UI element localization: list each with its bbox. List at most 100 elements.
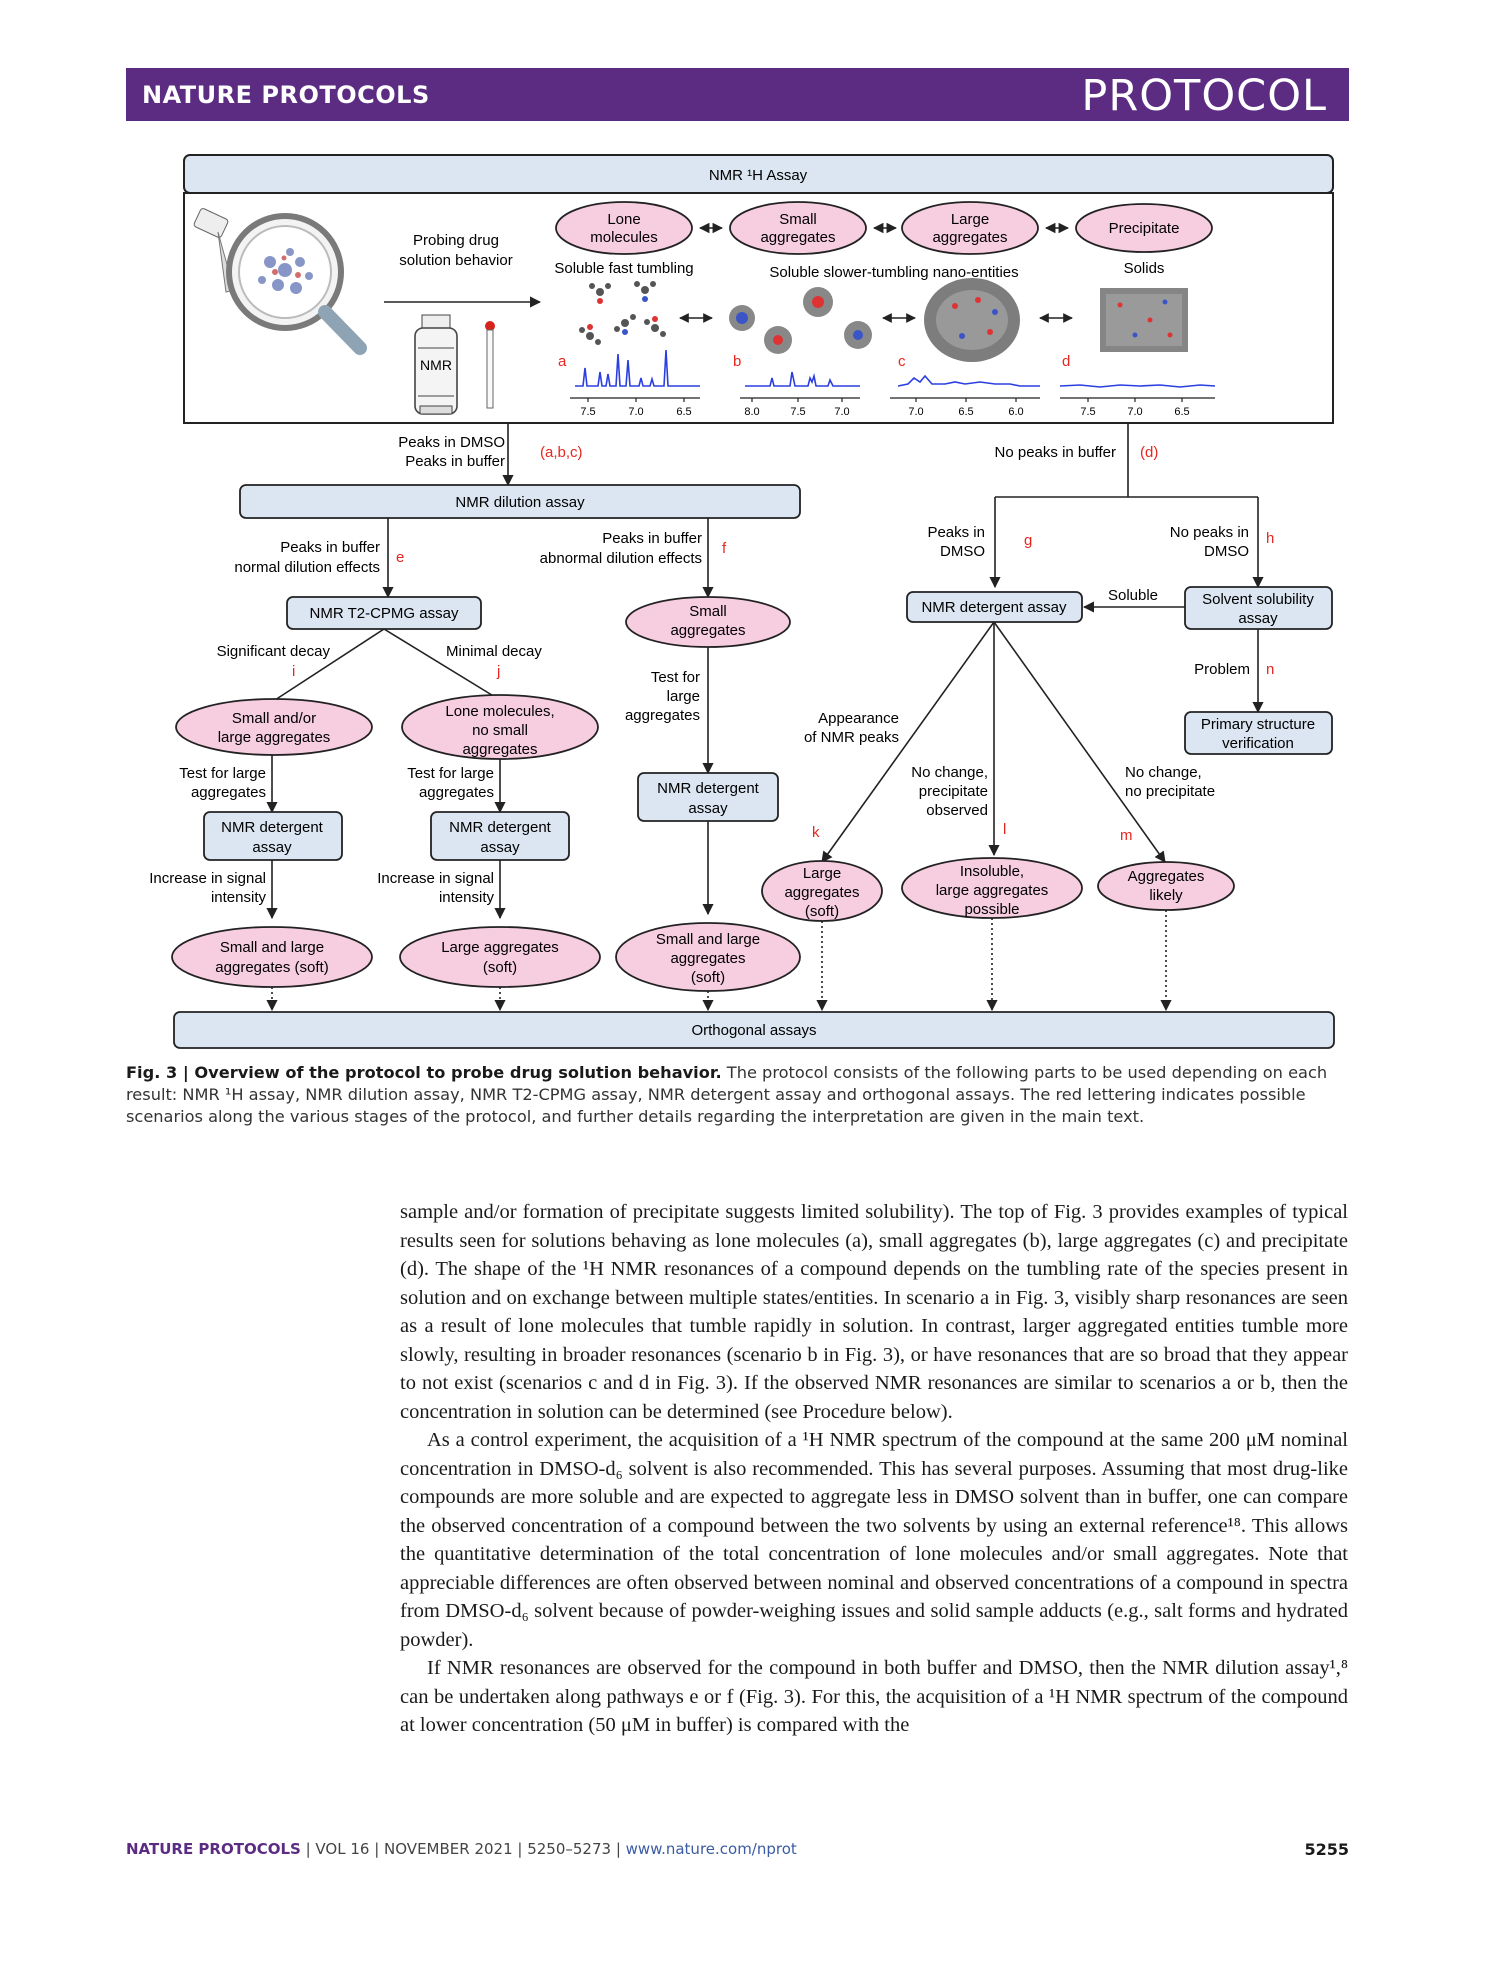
footer-meta: | VOL 16 | NOVEMBER 2021 | 5250–5273 |	[300, 1840, 626, 1858]
no-change-noprecip-2: no precipitate	[1125, 783, 1215, 800]
peaks-dmso-label: Peaks in DMSO	[398, 434, 505, 451]
caption-label: Fig. 3 | Overview of the protocol to pro…	[126, 1063, 722, 1082]
large-aggregates-label-2: aggregates	[932, 229, 1007, 246]
small-or-large-aggregates-oval	[175, 698, 373, 756]
peaks-in-dmso-1: Peaks in	[927, 524, 985, 541]
figure-caption: Fig. 3 | Overview of the protocol to pro…	[126, 1062, 1351, 1128]
detergent-right-1: NMR detergent	[657, 780, 760, 797]
nmr-1h-assay-panel	[183, 192, 1334, 424]
detergent-left-1: NMR detergent	[221, 819, 324, 836]
spectrum-b	[745, 371, 860, 387]
small-aggregates-result-1: Small	[689, 603, 727, 620]
small-large-soft-2: aggregates (soft)	[215, 959, 328, 976]
tick-a-2: 7.0	[628, 406, 643, 418]
small-aggregates-label-2: aggregates	[760, 229, 835, 246]
footer-url-link[interactable]: www.nature.com/nprot	[625, 1840, 797, 1858]
scenario-f-label: f	[722, 540, 727, 557]
probing-text-1: Probing drug	[413, 232, 499, 249]
large-aggregates-illustration	[924, 278, 1020, 362]
scenario-m-label: m	[1120, 827, 1133, 844]
no-peaks-in-dmso-2: DMSO	[1204, 543, 1249, 560]
detergent-right-2: assay	[688, 800, 728, 817]
sala-3: (soft)	[691, 969, 725, 986]
detergent-assay-label-top: NMR detergent assay	[921, 599, 1067, 616]
large-aggregates-oval	[901, 201, 1039, 255]
body-paragraph-3: If NMR resonances are observed for the c…	[400, 1657, 1348, 1736]
test-large-agg-left-2: aggregates	[191, 784, 266, 801]
large-agg-soft-3: (soft)	[805, 903, 839, 920]
body-text: sample and/or formation of precipitate s…	[400, 1198, 1348, 1740]
insoluble-1: Insoluble,	[960, 863, 1024, 880]
solvent-solubility-2: assay	[1238, 610, 1278, 627]
footer-journal: NATURE PROTOCOLS	[126, 1840, 301, 1858]
lone-no-small-3: aggregates	[462, 741, 537, 758]
nmr-magnet-label: NMR	[420, 357, 452, 373]
small-large-soft-1: Small and large	[220, 939, 324, 956]
flow-arrow	[821, 621, 995, 863]
large-aggregates-soft-final-oval	[399, 926, 601, 988]
article-type: PROTOCOL	[1081, 71, 1327, 121]
no-change-precip-1: No change,	[911, 764, 988, 781]
primary-structure-box	[1184, 711, 1333, 755]
increase-signal-left-2: intensity	[211, 889, 267, 906]
minimal-decay-label: Minimal decay	[446, 643, 542, 660]
test-for-large-3: aggregates	[625, 707, 700, 724]
no-change-noprecip-1: No change,	[1125, 764, 1202, 781]
test-large-agg-left-1: Test for large	[179, 765, 266, 782]
peaks-buffer-label: Peaks in buffer	[405, 453, 505, 470]
nmr-tube-icon	[485, 321, 495, 409]
normal-dilution-2: normal dilution effects	[234, 559, 380, 576]
scenario-c-label: c	[898, 353, 906, 370]
primary-structure-2: verification	[1222, 735, 1294, 752]
scenario-b-label: b	[733, 353, 741, 370]
aggregates-likely-2: likely	[1149, 887, 1183, 904]
scenario-a-label: a	[558, 353, 567, 370]
t2-cpmg-assay-label: NMR T2-CPMG assay	[310, 605, 459, 622]
dilution-assay-label: NMR dilution assay	[455, 494, 585, 511]
small-aggregates-label-1: Small	[779, 211, 817, 228]
orthogonal-assays-label: Orthogonal assays	[691, 1022, 816, 1039]
no-peaks-in-dmso-1: No peaks in	[1170, 524, 1249, 541]
tick-d-2: 7.0	[1127, 406, 1142, 418]
appearance-peaks-2: of NMR peaks	[804, 729, 899, 746]
detergent-mid-1: NMR detergent	[449, 819, 552, 836]
insoluble-2: large aggregates	[936, 882, 1049, 899]
slow-tumbling-label: Soluble slower-tumbling nano-entities	[769, 264, 1018, 281]
scenario-h-label: h	[1266, 530, 1274, 547]
test-for-large-1: Test for	[651, 669, 700, 686]
small-aggregates-illustration	[729, 287, 872, 354]
scenario-l-label: l	[1003, 821, 1006, 838]
small-aggregates-result-2: aggregates	[670, 622, 745, 639]
solvent-solubility-1: Solvent solubility	[1202, 591, 1314, 608]
detergent-mid-2: assay	[480, 839, 520, 856]
sala-1: Small and large	[656, 931, 760, 948]
abnormal-dilution-1: Peaks in buffer	[602, 530, 702, 547]
detergent-assay-box-left	[203, 811, 343, 861]
figure-3-flowchart: NMR ¹H Assay Probing drug solution behav…	[149, 154, 1335, 1049]
soluble-label: Soluble	[1108, 587, 1158, 604]
spectrum-d	[1059, 384, 1216, 388]
body-paragraph-1: sample and/or formation of precipitate s…	[400, 1201, 1348, 1423]
large-soft-final-1: Large aggregates	[441, 939, 559, 956]
no-peaks-buffer-label: No peaks in buffer	[995, 444, 1116, 461]
scenario-n-label: n	[1266, 661, 1274, 678]
fast-tumbling-label: Soluble fast tumbling	[554, 260, 693, 277]
spectrum-a	[575, 349, 700, 387]
large-aggregates-label-1: Large	[951, 211, 989, 228]
large-soft-final-2: (soft)	[483, 959, 517, 976]
probing-text-2: solution behavior	[399, 252, 512, 269]
appearance-peaks-1: Appearance	[818, 710, 899, 727]
spectrum-axes	[570, 397, 1215, 402]
lone-molecules-label-1: Lone	[607, 211, 640, 228]
solids-label: Solids	[1124, 260, 1165, 277]
no-change-precip-2: precipitate	[919, 783, 988, 800]
lone-molecules-illustration	[579, 281, 666, 345]
tick-a-3: 6.5	[676, 406, 691, 418]
scenario-k-label: k	[812, 824, 820, 841]
tick-b-1: 8.0	[744, 406, 759, 418]
scenario-abc-label: (a,b,c)	[540, 444, 583, 461]
tick-b-2: 7.5	[790, 406, 805, 418]
magnifier-icon	[193, 208, 367, 355]
orthogonal-assays-box	[173, 1011, 1335, 1049]
small-or-large-2: large aggregates	[218, 729, 331, 746]
